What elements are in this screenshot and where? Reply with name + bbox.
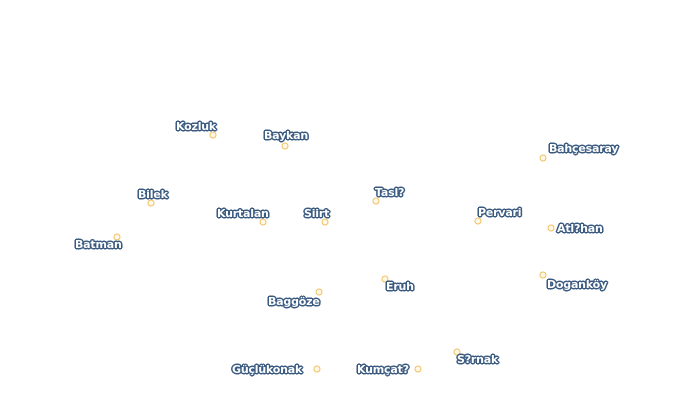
place-label: Siirt [304,207,330,220]
place-marker[interactable] [321,218,329,226]
place-label: Baykan [264,129,309,142]
place-marker[interactable] [547,224,555,232]
place-label: Doganköy [547,278,607,291]
place-label: Tasl? [375,186,405,199]
place-marker[interactable] [372,197,380,205]
place-label: Kozluk [176,120,217,133]
place-marker[interactable] [539,154,547,162]
place-label: Kurtalan [217,207,269,220]
place-marker[interactable] [414,365,422,373]
place-label: Bilek [138,188,168,201]
place-marker[interactable] [113,233,121,241]
place-label: Eruh [386,280,414,293]
place-label: Bahçesaray [549,142,619,155]
place-marker[interactable] [474,217,482,225]
place-marker[interactable] [259,218,267,226]
place-label: Pervari [478,206,522,219]
place-marker[interactable] [539,271,547,279]
place-label: Kumçat? [357,363,409,376]
place-label: S?rnak [457,353,499,366]
place-label: Atl?han [557,222,603,235]
place-marker[interactable] [381,275,389,283]
place-label: Güçlükonak [232,363,303,376]
place-marker[interactable] [453,348,461,356]
place-marker[interactable] [147,199,155,207]
place-label: Batman [75,238,122,251]
place-label: Baggöze [268,295,320,308]
place-marker[interactable] [209,131,217,139]
place-marker[interactable] [315,288,323,296]
place-marker[interactable] [313,365,321,373]
place-marker[interactable] [281,142,289,150]
